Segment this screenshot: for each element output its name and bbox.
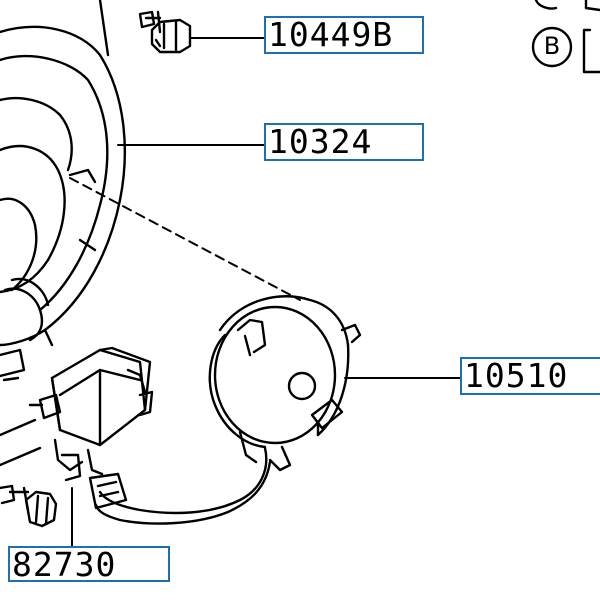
- fan-shroud: [0, 0, 127, 382]
- control-module: [28, 346, 154, 482]
- bolt-icon-lower: [0, 484, 58, 528]
- leader-lines: [71, 37, 463, 549]
- part-label-10324[interactable]: 10324: [264, 123, 424, 161]
- part-label-82730[interactable]: 82730: [8, 546, 170, 582]
- bolt-icon: [138, 10, 192, 54]
- part-label-10510[interactable]: 10510: [460, 357, 600, 395]
- callout-circles: [531, 0, 600, 74]
- fan-motor: [208, 295, 362, 472]
- assembly-dashed-line: [69, 177, 301, 301]
- part-label-10449b[interactable]: 10449B: [264, 16, 424, 54]
- misc-lines: [0, 418, 42, 467]
- callout-letter-b: B: [543, 32, 561, 60]
- wire-harness: [88, 446, 272, 525]
